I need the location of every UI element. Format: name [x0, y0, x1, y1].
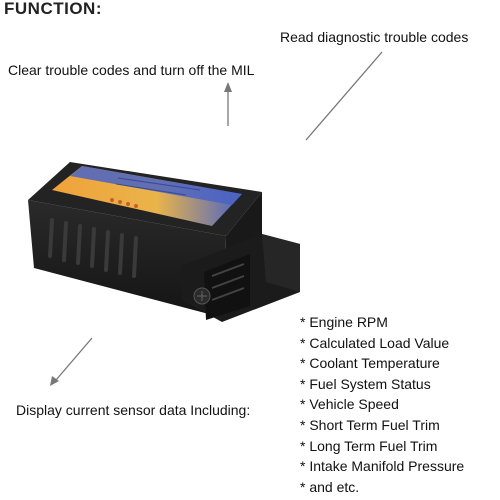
obd-adapter-body: [28, 162, 300, 322]
sensor-data-list: * Engine RPM * Calculated Load Value * C…: [300, 312, 464, 497]
list-item: * Intake Manifold Pressure: [300, 458, 465, 475]
callout-read-codes: Read diagnostic trouble codes: [280, 29, 469, 45]
page-title: FUNCTION:: [4, 0, 102, 18]
arrow-clear-codes: [224, 82, 232, 126]
list-item: * Fuel System Status: [300, 375, 431, 392]
list-item: * Vehicle Speed: [300, 396, 399, 413]
list-item: * Long Term Fuel Trim: [300, 437, 438, 454]
callout-sensor-data: Display current sensor data Including:: [16, 402, 251, 418]
callout-clear-codes: Clear trouble codes and turn off the MIL: [8, 62, 255, 78]
list-item: * Engine RPM: [300, 314, 388, 330]
arrow-read-codes: [305, 51, 383, 141]
list-item: * Short Term Fuel Trim: [300, 416, 440, 433]
list-item: * and etc.: [300, 478, 360, 495]
arrow-sensor-data: [50, 337, 93, 386]
list-item: * Calculated Load Value: [300, 334, 450, 351]
list-item: * Coolant Temperature: [300, 355, 440, 372]
